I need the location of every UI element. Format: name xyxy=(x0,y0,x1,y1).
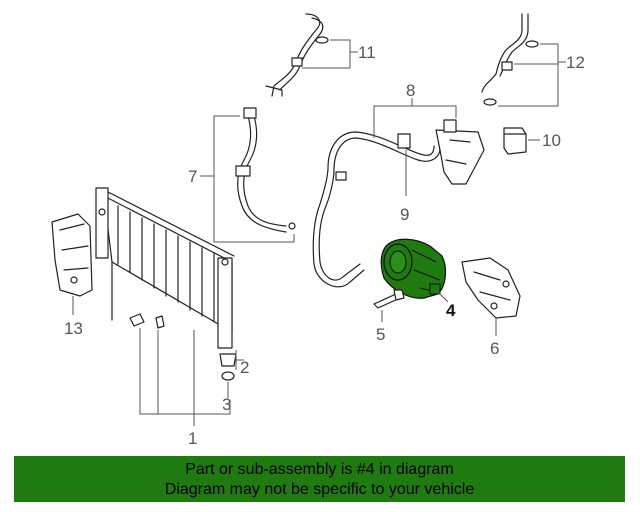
callout-12[interactable]: 12 xyxy=(566,53,585,72)
part-info-banner: Part or sub-assembly is #4 in diagram Di… xyxy=(14,456,625,502)
callout-4[interactable]: 4 xyxy=(446,301,456,320)
part-2-receiver-drier[interactable] xyxy=(219,353,237,381)
part-1-condenser[interactable] xyxy=(95,187,235,349)
part-11-pipe[interactable] xyxy=(265,13,329,97)
part-13-bracket[interactable] xyxy=(51,213,93,297)
part-12-pipe[interactable] xyxy=(481,13,539,106)
part-1-fasteners[interactable] xyxy=(129,313,165,329)
callout-9[interactable]: 9 xyxy=(400,205,409,224)
leader-1 xyxy=(139,328,231,426)
callout-13[interactable]: 13 xyxy=(64,319,83,338)
part-10-valve[interactable] xyxy=(503,127,527,155)
leader-12 xyxy=(498,43,566,107)
banner-line-disclaimer: Diagram may not be specific to your vehi… xyxy=(164,481,475,498)
leader-7 xyxy=(200,115,295,243)
part-8-ac-line[interactable] xyxy=(312,119,485,288)
part-5-bolt[interactable] xyxy=(373,289,405,309)
part-7-hose[interactable] xyxy=(235,107,296,233)
banner-line-part: Part or sub-assembly is #4 in diagram xyxy=(185,461,454,478)
callout-3[interactable]: 3 xyxy=(222,395,231,414)
callout-5[interactable]: 5 xyxy=(376,325,385,344)
leader-4 xyxy=(435,289,449,303)
exploded-parts-diagram: 13 1 2 3 xyxy=(51,13,585,448)
callout-10[interactable]: 10 xyxy=(542,131,561,150)
part-4-compressor[interactable] xyxy=(380,238,447,299)
callout-11[interactable]: 11 xyxy=(358,43,376,62)
callout-2[interactable]: 2 xyxy=(240,358,249,377)
callout-6[interactable]: 6 xyxy=(490,339,499,358)
callout-1[interactable]: 1 xyxy=(188,429,197,448)
leader-8 xyxy=(373,98,457,138)
part-6-bracket[interactable] xyxy=(461,257,521,319)
callout-7[interactable]: 7 xyxy=(188,167,197,186)
leader-11 xyxy=(302,39,358,69)
leader-2 xyxy=(235,350,244,370)
callout-8[interactable]: 8 xyxy=(406,81,415,100)
